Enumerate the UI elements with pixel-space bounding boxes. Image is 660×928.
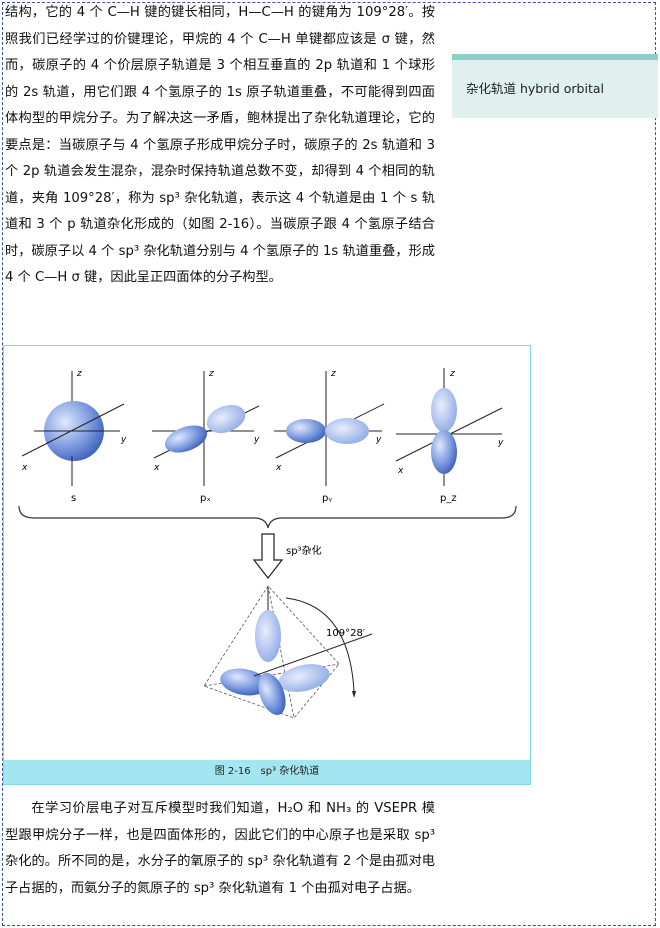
y-label-px: y <box>253 435 260 445</box>
figure-caption: 图 2-16 sp³ 杂化轨道 <box>4 760 530 784</box>
x-label-py: x <box>275 463 282 473</box>
label-s: s <box>71 493 76 504</box>
sp3-lobe-up <box>255 610 281 662</box>
z-label-s: z <box>76 369 82 379</box>
pz-orbital: z y x p_z <box>395 368 504 504</box>
hybridization-arrow: sp³杂化 <box>252 533 322 579</box>
sp3-hybrid-orbitals: 109°28′ <box>203 585 373 719</box>
angle-arc <box>285 597 355 692</box>
sp3-lobe-down <box>258 672 286 716</box>
body-text-bottom: 在学习价层电子对互斥模型时我们知道，H₂O 和 NH₃ 的 VSEPR 模型跟甲… <box>5 796 435 902</box>
pz-lobe-2 <box>431 430 457 474</box>
x-label-s: x <box>21 463 28 473</box>
label-px: pₓ <box>200 493 211 504</box>
sp3-lobe-right <box>278 664 330 692</box>
arrow-label: sp³杂化 <box>286 544 322 557</box>
y-label-s: y <box>120 435 127 445</box>
x-label-px: x <box>153 463 160 473</box>
tetra-edge-2 <box>267 585 295 719</box>
py-lobe-2 <box>325 418 369 444</box>
angle-arrowhead <box>352 691 356 698</box>
px-lobe-1 <box>164 425 208 453</box>
x-axis-s <box>21 403 125 457</box>
z-label-px: z <box>208 369 214 379</box>
sidebar-term-box: 杂化轨道 hybrid orbital <box>452 54 658 118</box>
orbital-diagram: z y x s z y x pₓ z y x pᵧ <box>18 368 517 719</box>
y-label-pz: y <box>497 438 504 448</box>
angle-label: 109°28′ <box>326 628 366 639</box>
y-label-py: y <box>375 435 382 445</box>
paragraph-2: 在学习价层电子对互斥模型时我们知道，H₂O 和 NH₃ 的 VSEPR 模型跟甲… <box>5 801 435 896</box>
py-lobe-1 <box>286 419 326 443</box>
figure-2-16: z y x s z y x pₓ z y x pᵧ <box>3 345 531 785</box>
z-label-pz: z <box>449 369 455 379</box>
sidebar-term: 杂化轨道 hybrid orbital <box>466 81 604 96</box>
paragraph-1: 结构，它的 4 个 C—H 键的键长相同，H—C—H 的键角为 109°28′。… <box>5 5 435 285</box>
grouping-brace <box>18 505 517 529</box>
px-lobe-2 <box>206 404 246 434</box>
sp3-y-axis <box>253 633 373 677</box>
z-label-py: z <box>330 369 336 379</box>
body-text-top: 结构，它的 4 个 C—H 键的键长相同，H—C—H 的键角为 109°28′。… <box>5 0 435 292</box>
label-pz: p_z <box>440 493 457 504</box>
x-label-pz: x <box>397 466 404 476</box>
pz-lobe-1 <box>431 388 457 432</box>
py-orbital: z y x pᵧ <box>274 369 385 504</box>
label-py: pᵧ <box>322 493 332 504</box>
s-orbital: z y x s <box>21 369 127 504</box>
px-orbital: z y x pₓ <box>152 369 260 504</box>
